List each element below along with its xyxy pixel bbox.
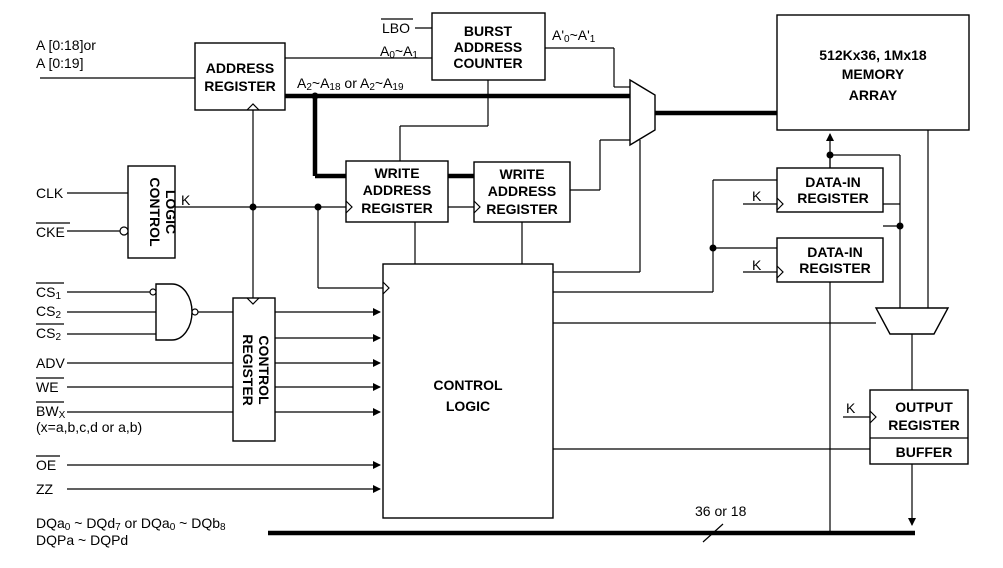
control-register-label-2: REGISTER xyxy=(240,334,256,406)
burst-counter-label-2: ADDRESS xyxy=(454,39,522,55)
write-reg-1-label-2: ADDRESS xyxy=(363,182,431,198)
address-register-block: ADDRESS REGISTER xyxy=(194,42,286,111)
bw-label: BWX xyxy=(36,403,66,421)
small-control-logic-label-2: LOGIC xyxy=(163,190,179,234)
control-register-label-1: CONTROL xyxy=(256,335,272,405)
main-control-logic-label-1: CONTROL xyxy=(433,377,503,393)
memory-array-block: 512Kx36, 1Mx18 MEMORY ARRAY xyxy=(776,14,970,131)
k-label-datain-2: K xyxy=(752,257,762,273)
a2-a18-label: A2~A18 or A2~A19 xyxy=(297,75,404,93)
wires xyxy=(40,27,929,543)
dq-label-2: DQPa ~ DQPd xyxy=(36,532,128,548)
address-mux xyxy=(629,78,656,147)
main-control-logic-block: CONTROL LOGIC xyxy=(382,263,554,519)
cs1-label: CS1 xyxy=(36,284,61,302)
buses xyxy=(268,93,915,536)
cke-label: CKE xyxy=(36,224,65,240)
address-register-label-1: ADDRESS xyxy=(206,60,274,76)
k-label-datain-1: K xyxy=(752,188,762,204)
write-reg-1-label-1: WRITE xyxy=(374,165,419,181)
adv-label: ADV xyxy=(36,355,65,371)
address-input-label-2: A [0:19] xyxy=(36,55,83,71)
small-control-logic-label-1: CONTROL xyxy=(147,177,163,247)
small-control-logic-block: CONTROL LOGIC xyxy=(119,165,179,259)
junctions xyxy=(249,92,904,252)
output-register-block: OUTPUT REGISTER BUFFER xyxy=(869,389,969,465)
address-input-label-1: A [0:18]or xyxy=(36,37,96,53)
bus-width-label: 36 or 18 xyxy=(695,503,747,519)
main-control-logic-label-2: LOGIC xyxy=(446,398,490,414)
data-in-register-2: DATA-IN REGISTER xyxy=(776,237,884,283)
output-register-label-1: OUTPUT xyxy=(895,399,953,415)
dq-label-1: DQa0 ~ DQd7 or DQa0 ~ DQb8 xyxy=(36,515,226,533)
write-reg-2-label-3: REGISTER xyxy=(486,201,558,217)
cs2-bar-label: CS2 xyxy=(36,325,61,343)
memory-array-label-3: ARRAY xyxy=(849,87,898,103)
bw-note-label: (x=a,b,c,d or a,b) xyxy=(36,419,142,435)
write-reg-2-label-1: WRITE xyxy=(499,166,544,182)
datain-2-label-1: DATA-IN xyxy=(807,244,862,260)
oe-label: OE xyxy=(36,457,56,473)
memory-array-label-1: 512Kx36, 1Mx18 xyxy=(819,47,927,63)
a0-a1-label: A0~A1 xyxy=(380,43,418,61)
clk-label: CLK xyxy=(36,185,64,201)
write-address-register-2: WRITE ADDRESS REGISTER xyxy=(473,161,571,223)
burst-counter-label-1: BURST xyxy=(464,23,513,39)
input-labels: A [0:18]or A [0:19] CLK CKE CS1 CS2 CS2 … xyxy=(36,18,413,548)
burst-counter-block: BURST ADDRESS COUNTER xyxy=(431,12,546,81)
output-register-label-2: REGISTER xyxy=(888,417,960,433)
datain-2-label-2: REGISTER xyxy=(799,260,871,276)
nand-gate xyxy=(149,283,199,341)
datain-1-label-1: DATA-IN xyxy=(805,174,860,190)
write-address-register-1: WRITE ADDRESS REGISTER xyxy=(345,160,449,223)
output-mux xyxy=(874,307,950,335)
memory-array-label-2: MEMORY xyxy=(842,66,905,82)
k-label-small-logic: K xyxy=(181,192,191,208)
data-in-register-1: DATA-IN REGISTER xyxy=(776,167,884,213)
control-register-block: CONTROL REGISTER xyxy=(232,297,276,442)
address-register-label-2: REGISTER xyxy=(204,78,276,94)
burst-counter-label-3: COUNTER xyxy=(453,55,522,71)
zz-label: ZZ xyxy=(36,481,54,497)
k-label-output-register: K xyxy=(846,400,856,416)
a0p-a1p-label: A'0~A'1 xyxy=(552,27,596,45)
signal-labels: A0~A1 A'0~A'1 A2~A18 or A2~A19 K K K K 3… xyxy=(181,27,856,519)
we-label: WE xyxy=(36,379,59,395)
buffer-label: BUFFER xyxy=(896,444,953,460)
write-reg-1-label-3: REGISTER xyxy=(361,200,433,216)
write-reg-2-label-2: ADDRESS xyxy=(488,183,556,199)
datain-1-label-2: REGISTER xyxy=(797,190,869,206)
lbo-label: LBO xyxy=(382,20,410,36)
cs2-label: CS2 xyxy=(36,303,61,321)
